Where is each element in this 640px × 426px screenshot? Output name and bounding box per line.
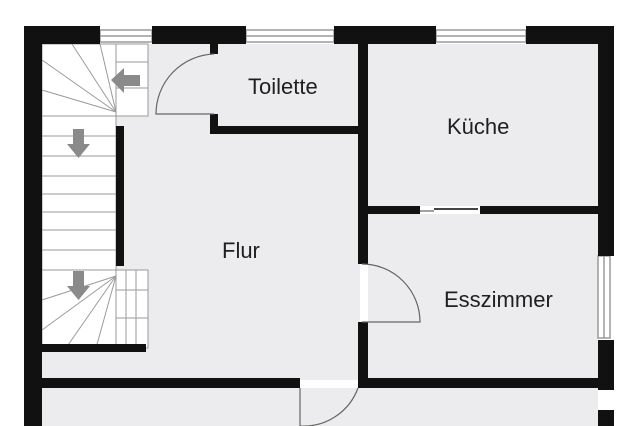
floor-lower-room (42, 388, 598, 426)
arrow-down-icon (67, 271, 90, 300)
room-label-esszimmer: Esszimmer (444, 287, 553, 312)
stair-arrows (67, 68, 140, 300)
door-esszimmer (361, 263, 421, 323)
room-label-kueche: Küche (447, 114, 510, 139)
room-label-toilette: Toilette (248, 74, 318, 99)
stair-lower (41, 269, 149, 349)
walls (24, 26, 614, 426)
arrow-left-icon (111, 68, 140, 93)
door-toilette (155, 53, 215, 115)
arrow-down-icon (67, 129, 90, 158)
room-label-flur: Flur (222, 238, 260, 263)
floor-esszimmer (368, 214, 598, 380)
floor-kueche (368, 44, 598, 206)
